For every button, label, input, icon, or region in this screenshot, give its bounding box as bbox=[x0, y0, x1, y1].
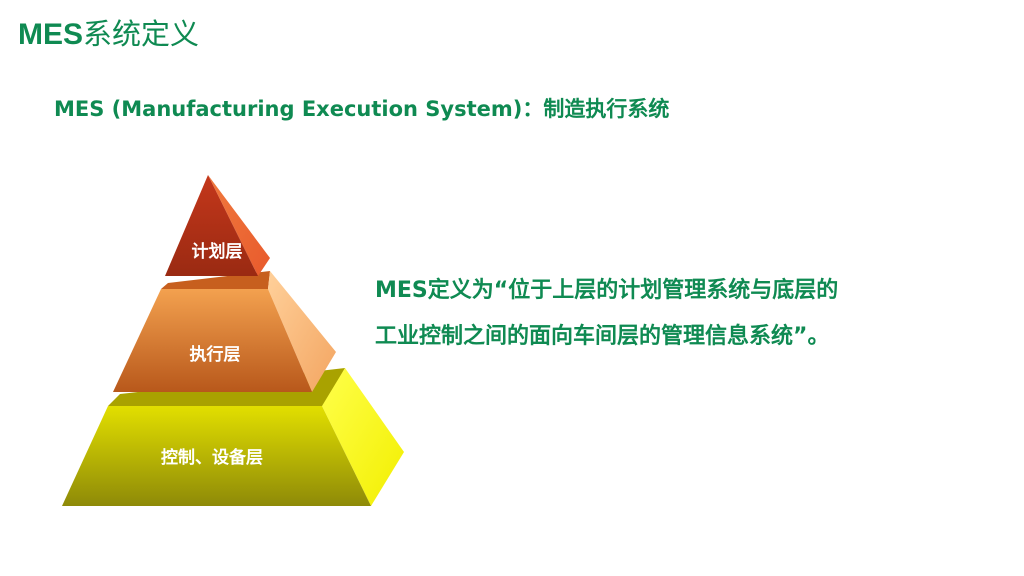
subtitle: MES (Manufacturing Execution System)：制造执… bbox=[54, 97, 670, 121]
page-title-latin: MES bbox=[18, 18, 84, 51]
top-layer-label: 计划层 bbox=[192, 241, 243, 262]
middle-layer-side-face bbox=[268, 271, 336, 392]
middle-layer-front-face bbox=[113, 289, 312, 392]
middle-layer-label: 执行层 bbox=[190, 344, 241, 365]
page-title-cjk: 系统定义 bbox=[83, 17, 200, 51]
bottom-layer-label: 控制、设备层 bbox=[161, 447, 263, 468]
bottom-layer-front-face bbox=[62, 406, 371, 506]
top-layer-side-face bbox=[208, 175, 270, 276]
pyramid-layer-middle: 执行层 bbox=[113, 271, 336, 392]
bottom-layer-side-face bbox=[322, 368, 404, 506]
page-title: MES系统定义 bbox=[18, 14, 199, 54]
definition-line-2: 工业控制之间的面向车间层的管理信息系统”。 bbox=[375, 324, 830, 349]
top-layer-front-face bbox=[165, 175, 258, 276]
pyramid-layer-top: 计划层 bbox=[165, 175, 270, 276]
definition-line-1: MES定义为“位于上层的计划管理系统与底层的 bbox=[375, 278, 839, 303]
mes-definition: MES定义为“位于上层的计划管理系统与底层的 工业控制之间的面向车间层的管理信息… bbox=[375, 268, 975, 360]
pyramid-layer-bottom: 控制、设备层 bbox=[62, 368, 404, 506]
